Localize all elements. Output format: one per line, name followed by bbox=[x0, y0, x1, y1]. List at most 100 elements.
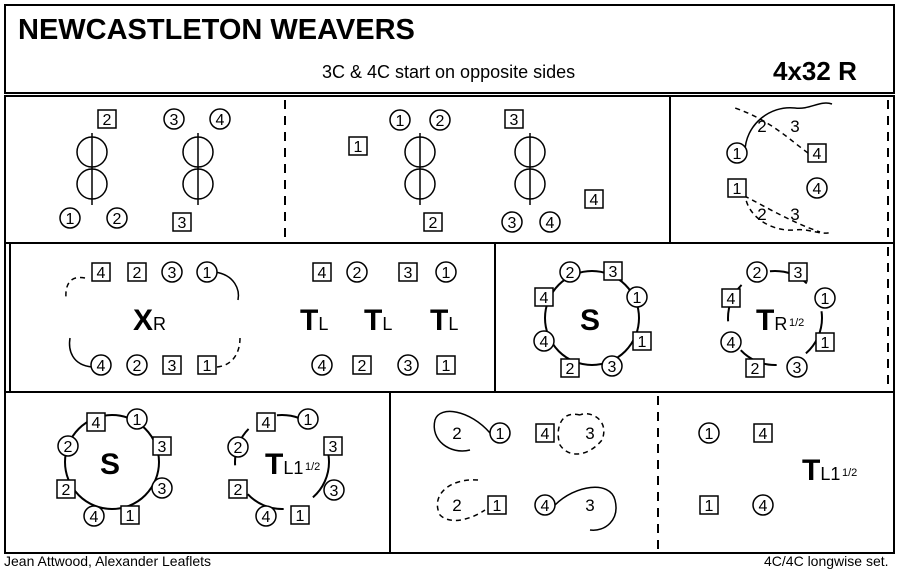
dancer-woman: 3 bbox=[504, 109, 524, 129]
dancer-circle bbox=[209, 108, 231, 130]
dancer-circle bbox=[255, 505, 277, 527]
dance-title: NEWCASTLETON WEAVERS bbox=[18, 14, 415, 46]
dancer-man: 2 bbox=[57, 435, 79, 457]
dancer-square bbox=[788, 262, 808, 282]
dancer-woman: 1 bbox=[120, 505, 140, 525]
set-label: S bbox=[580, 304, 600, 337]
dancer-number: 2 bbox=[429, 215, 438, 232]
dancer-number: 4 bbox=[759, 498, 768, 515]
dancer-woman: 4 bbox=[91, 262, 111, 282]
arrow-path bbox=[216, 337, 241, 368]
dancer-number: 4 bbox=[813, 181, 822, 198]
dancer-number: 3 bbox=[794, 265, 803, 282]
dancer-number: 2 bbox=[753, 265, 762, 282]
turn-left-one-half-label: TL1 bbox=[802, 454, 840, 487]
dancer-man: 4 bbox=[806, 177, 828, 199]
path-number-label: 3 bbox=[790, 205, 799, 224]
dancer-square bbox=[398, 262, 418, 282]
dancer-woman: 1 bbox=[348, 136, 368, 156]
dancer-square bbox=[86, 412, 106, 432]
dancer-woman: 4 bbox=[535, 423, 555, 443]
dancer-circle bbox=[57, 435, 79, 457]
dancer-number: 3 bbox=[330, 483, 339, 500]
dancer-number: 1 bbox=[442, 265, 451, 282]
dancer-circle bbox=[83, 505, 105, 527]
dancer-number: 1 bbox=[203, 265, 212, 282]
path-number-label: 3 bbox=[585, 424, 594, 443]
dancer-man: 4 bbox=[539, 211, 561, 233]
dancer-woman: 3 bbox=[323, 436, 343, 456]
dancer-woman: 4 bbox=[807, 143, 827, 163]
footer-set-info: 4C/4C longwise set. bbox=[764, 553, 889, 569]
dancer-circle bbox=[126, 408, 148, 430]
path-number-label: 3 bbox=[585, 496, 594, 515]
dancer-woman: 4 bbox=[534, 287, 554, 307]
dancer-circle bbox=[435, 261, 457, 283]
turn-right-half-label: TR bbox=[756, 304, 787, 337]
dancer-man: 3 bbox=[323, 479, 345, 501]
dancer-square bbox=[699, 495, 719, 515]
set-label: S bbox=[100, 448, 120, 481]
dancer-number: 1 bbox=[133, 412, 142, 429]
dancer-number: 4 bbox=[318, 265, 327, 282]
dancer-number: 3 bbox=[168, 265, 177, 282]
circle-path bbox=[744, 191, 833, 234]
dancer-woman: 2 bbox=[228, 479, 248, 499]
dancer-woman: 4 bbox=[721, 288, 741, 308]
dancer-circle bbox=[814, 287, 836, 309]
dancer-number: 2 bbox=[133, 358, 142, 375]
dancer-woman: 3 bbox=[162, 355, 182, 375]
turn-left-label: TL bbox=[300, 304, 328, 337]
dancer-square bbox=[172, 212, 192, 232]
dancer-man: 2 bbox=[746, 261, 768, 283]
dancer-man: 3 bbox=[151, 477, 173, 499]
dancer-circle bbox=[397, 354, 419, 376]
dance-subtitle: 3C & 4C start on opposite sides bbox=[322, 62, 576, 82]
dancer-number: 1 bbox=[638, 334, 647, 351]
dancer-square bbox=[815, 332, 835, 352]
dancer-square bbox=[120, 505, 140, 525]
arrow-path bbox=[214, 271, 240, 301]
dancer-number: 2 bbox=[353, 265, 362, 282]
circle-right-path bbox=[744, 102, 833, 153]
turn-left-label: TL bbox=[364, 304, 392, 337]
dancer-number: 1 bbox=[733, 181, 742, 198]
dancer-number: 1 bbox=[705, 426, 714, 443]
dancer-square bbox=[423, 212, 443, 232]
dancer-number: 3 bbox=[168, 358, 177, 375]
dancer-man: 1 bbox=[196, 261, 218, 283]
dancer-man: 4 bbox=[311, 354, 333, 376]
dancer-number: 2 bbox=[436, 113, 445, 130]
dancer-number: 2 bbox=[566, 361, 575, 378]
dancer-circle bbox=[534, 494, 556, 516]
dancer-circle bbox=[311, 354, 333, 376]
dancer-number: 3 bbox=[793, 360, 802, 377]
dancer-circle bbox=[163, 108, 185, 130]
dancer-man: 1 bbox=[389, 109, 411, 131]
dancer-woman: 2 bbox=[352, 355, 372, 375]
dancer-circle bbox=[539, 211, 561, 233]
dancer-number: 3 bbox=[158, 481, 167, 498]
dancer-circle bbox=[126, 354, 148, 376]
dancer-number: 2 bbox=[64, 439, 73, 456]
dancer-man: 3 bbox=[397, 354, 419, 376]
dancer-number: 4 bbox=[216, 112, 225, 129]
dancer-square bbox=[197, 355, 217, 375]
title-box bbox=[4, 4, 895, 94]
dancer-circle bbox=[559, 261, 581, 283]
dancer-square bbox=[560, 358, 580, 378]
footer-credits: Jean Attwood, Alexander Leaflets bbox=[4, 553, 212, 569]
dancer-woman: 1 bbox=[197, 355, 217, 375]
dancer-number: 2 bbox=[234, 482, 243, 499]
dancer-number: 3 bbox=[178, 215, 187, 232]
path-number-label: 3 bbox=[790, 117, 799, 136]
dancer-man: 4 bbox=[533, 330, 555, 352]
dancer-circle bbox=[389, 109, 411, 131]
dancer-square bbox=[91, 262, 111, 282]
dancer-man: 1 bbox=[126, 408, 148, 430]
dancer-circle bbox=[106, 207, 128, 229]
dancer-woman: 1 bbox=[699, 495, 719, 515]
loop-path bbox=[554, 486, 617, 531]
dancer-square bbox=[727, 178, 747, 198]
arrow-path bbox=[65, 276, 86, 299]
